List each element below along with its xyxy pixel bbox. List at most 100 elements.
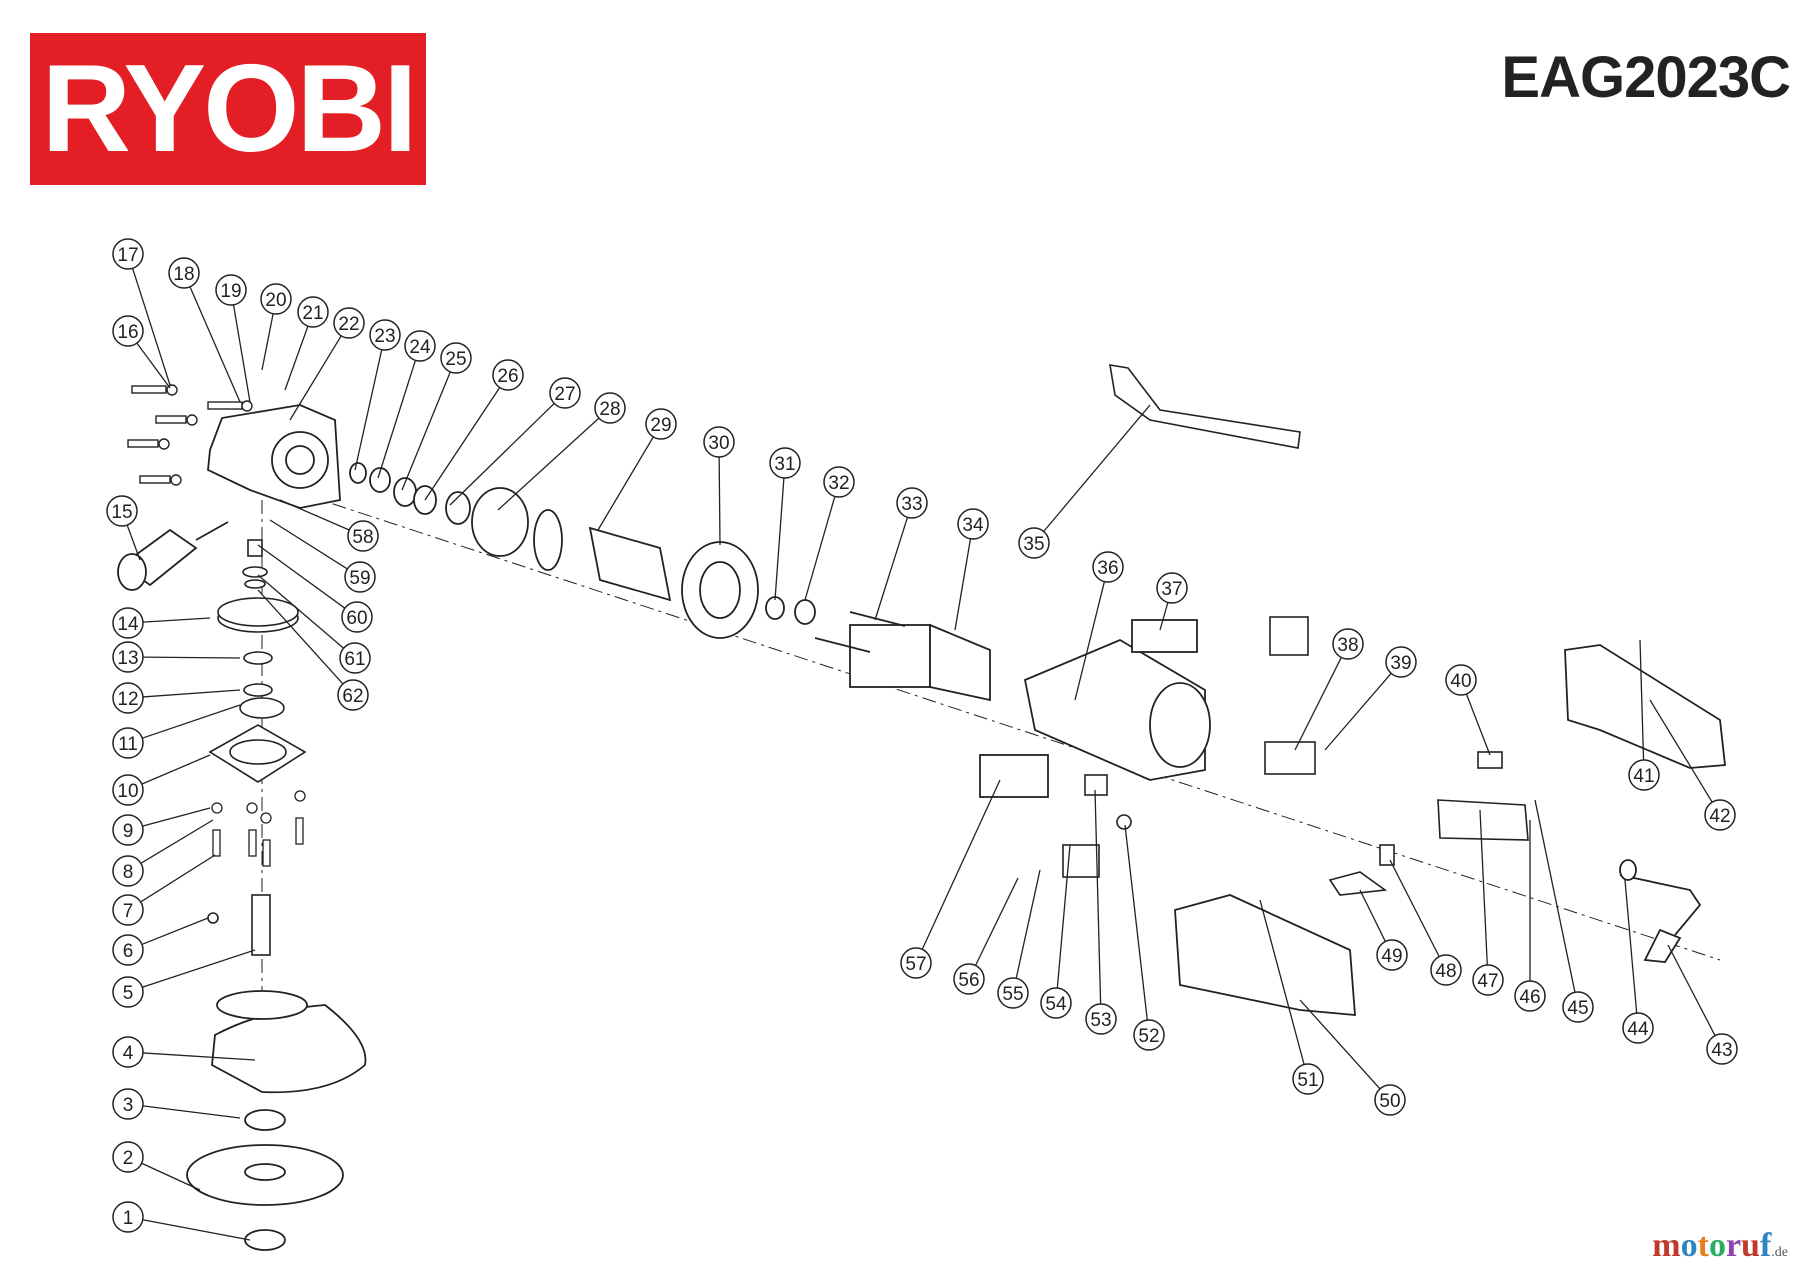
part-number: 57 bbox=[905, 954, 926, 975]
leader-line bbox=[1299, 999, 1381, 1090]
watermark-letter: r bbox=[1725, 1227, 1742, 1264]
part-callout-50: 50 bbox=[1299, 999, 1406, 1116]
part-callout-57: 57 bbox=[900, 779, 1001, 979]
callout-circle bbox=[1628, 759, 1660, 791]
leader-line bbox=[974, 877, 1019, 966]
part-callout-30: 30 bbox=[703, 426, 735, 546]
leader-line bbox=[1259, 899, 1305, 1065]
part-callout-20: 20 bbox=[260, 283, 292, 371]
part-callout-21: 21 bbox=[284, 296, 329, 391]
leader-line bbox=[1465, 693, 1491, 756]
part-callout-16: 16 bbox=[112, 315, 171, 389]
leader-line bbox=[1015, 869, 1041, 979]
callout-circle bbox=[112, 315, 144, 347]
part-number: 47 bbox=[1477, 971, 1498, 992]
part-number: 50 bbox=[1379, 1091, 1400, 1112]
part-number: 8 bbox=[123, 862, 134, 883]
callout-circle bbox=[112, 682, 144, 714]
watermark-letter: o bbox=[1680, 1227, 1698, 1264]
callout-circle bbox=[1704, 799, 1736, 831]
part-callout-32: 32 bbox=[804, 466, 855, 601]
drawing-lines bbox=[229, 469, 1721, 1080]
part-callout-8: 8 bbox=[112, 819, 214, 887]
leader-line bbox=[1534, 799, 1576, 993]
leader-line bbox=[232, 304, 251, 403]
callout-circle bbox=[1706, 1033, 1738, 1065]
rear-handle bbox=[1174, 644, 1726, 1016]
leader-line bbox=[141, 704, 241, 739]
screws bbox=[127, 384, 253, 486]
part-number: 55 bbox=[1002, 984, 1023, 1005]
part-callout-27: 27 bbox=[449, 377, 581, 506]
leader-line bbox=[354, 349, 383, 471]
part-number: 49 bbox=[1381, 946, 1402, 967]
part-number: 32 bbox=[828, 473, 849, 494]
part-callout-38: 38 bbox=[1294, 628, 1364, 751]
part-number: 18 bbox=[173, 264, 194, 285]
leader-line bbox=[140, 819, 214, 864]
part-number: 59 bbox=[349, 568, 370, 589]
part-number: 12 bbox=[117, 689, 138, 710]
leader-line bbox=[142, 807, 211, 827]
callout-circle bbox=[1018, 527, 1050, 559]
callout-circle bbox=[1292, 1063, 1324, 1095]
leader-line bbox=[189, 286, 241, 403]
part-callout-45: 45 bbox=[1534, 799, 1594, 1023]
part-number: 62 bbox=[342, 686, 363, 707]
callout-circle bbox=[492, 359, 524, 391]
part-number: 20 bbox=[265, 290, 286, 311]
part-callout-1: 1 bbox=[112, 1201, 251, 1241]
callout-circle bbox=[112, 1201, 144, 1233]
leader-line bbox=[141, 917, 209, 946]
motoruf-watermark: motoruf.de bbox=[1652, 1227, 1788, 1265]
part-callout-48: 48 bbox=[1389, 859, 1462, 986]
callout-circle bbox=[260, 283, 292, 315]
part-number: 56 bbox=[958, 970, 979, 991]
part-number: 27 bbox=[554, 384, 575, 405]
leader-line bbox=[874, 517, 909, 621]
part-number: 37 bbox=[1161, 579, 1182, 600]
callout-circle bbox=[953, 963, 985, 995]
callout-circle bbox=[333, 307, 365, 339]
watermark-letter: t bbox=[1697, 1227, 1709, 1264]
callout-circle bbox=[440, 342, 472, 374]
part-number: 44 bbox=[1627, 1019, 1649, 1040]
part-number: 21 bbox=[302, 303, 323, 324]
leader-line bbox=[1639, 639, 1645, 761]
callout-circle bbox=[112, 727, 144, 759]
leader-line bbox=[1074, 581, 1106, 701]
part-number: 1 bbox=[123, 1208, 134, 1229]
callout-circle bbox=[337, 679, 369, 711]
watermark-letter: m bbox=[1652, 1227, 1681, 1264]
leader-line bbox=[141, 1162, 201, 1191]
leader-line bbox=[401, 371, 451, 491]
leader-line bbox=[1043, 404, 1151, 532]
watermark-text: motoruf bbox=[1652, 1227, 1771, 1264]
callout-circle bbox=[112, 1088, 144, 1120]
part-number: 52 bbox=[1138, 1026, 1159, 1047]
part-callout-52: 52 bbox=[1124, 824, 1165, 1051]
part-callout-4: 4 bbox=[112, 1036, 256, 1068]
callout-circle bbox=[1156, 572, 1188, 604]
part-callout-59: 59 bbox=[269, 519, 376, 593]
part-callout-36: 36 bbox=[1074, 551, 1124, 701]
part-number: 4 bbox=[123, 1043, 134, 1064]
part-number: 17 bbox=[117, 245, 138, 266]
part-number: 41 bbox=[1633, 766, 1654, 787]
leader-line bbox=[289, 335, 342, 421]
small-screws bbox=[211, 790, 306, 867]
part-number: 43 bbox=[1711, 1040, 1732, 1061]
part-callout-58: 58 bbox=[279, 499, 379, 552]
leader-line bbox=[142, 1105, 241, 1119]
callout-circle bbox=[215, 274, 247, 306]
leader-line bbox=[142, 617, 211, 623]
part-callout-40: 40 bbox=[1445, 664, 1491, 756]
leader-line bbox=[424, 387, 501, 501]
part-number: 13 bbox=[117, 648, 138, 669]
leader-line bbox=[136, 342, 171, 389]
part-callout-39: 39 bbox=[1324, 646, 1417, 751]
part-callout-28: 28 bbox=[497, 392, 626, 511]
callout-circle bbox=[645, 408, 677, 440]
callout-circle bbox=[112, 855, 144, 887]
part-callout-12: 12 bbox=[112, 682, 241, 714]
